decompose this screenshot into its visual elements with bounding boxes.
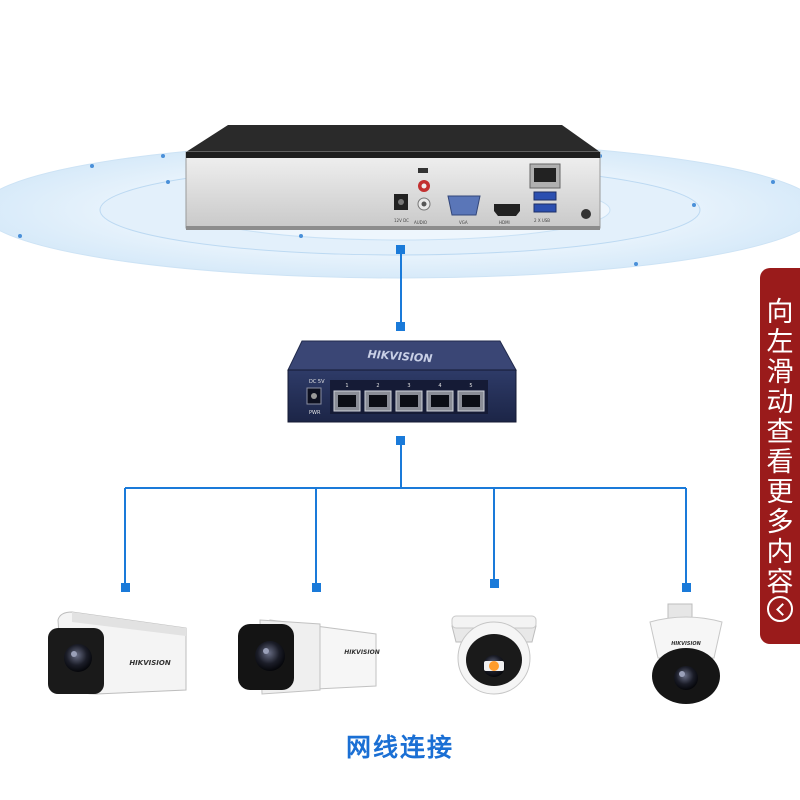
- camera-brand-logo: HIKVISION: [344, 649, 379, 656]
- usb-port: [533, 191, 557, 201]
- hdmi-port: [494, 204, 520, 216]
- bullet-camera: HIKVISION: [238, 619, 380, 695]
- port-number-label: 4: [438, 383, 441, 389]
- bullet-camera: HIKVISION: [48, 611, 187, 695]
- ethernet-port-socket: [431, 395, 449, 407]
- power-label: DC 5V: [309, 379, 325, 385]
- network-switch: HIKVISION DC 5V PWR 1 2 3 4 5: [287, 340, 517, 423]
- camera-brand-logo: HIKVISION: [129, 659, 171, 667]
- dome-camera: [451, 615, 537, 695]
- port-number-label: 3: [407, 383, 410, 389]
- port-label: VGA: [459, 220, 468, 225]
- connection-nodes: [121, 245, 691, 592]
- network-cable-lines: [124, 250, 687, 588]
- port-label: 12V DC: [394, 218, 409, 223]
- port-number-label: 1: [345, 383, 348, 389]
- chevron-left-icon[interactable]: [767, 596, 793, 622]
- port-label: 2 X USB: [534, 218, 550, 223]
- port-label: HDMI: [499, 220, 510, 225]
- camera-brand-logo: HIKVISION: [671, 641, 701, 647]
- power-label: PWR: [309, 410, 321, 416]
- ethernet-port-socket: [400, 395, 418, 407]
- ptz-camera: HIKVISION: [649, 603, 723, 704]
- swipe-hint-text: 向左滑动查看更多内容: [766, 297, 794, 598]
- port-label: AUDIO: [414, 220, 427, 225]
- ethernet-port-socket: [369, 395, 387, 407]
- port-number-label: 5: [469, 383, 472, 389]
- vga-port: [447, 195, 481, 216]
- ethernet-port-socket: [462, 395, 480, 407]
- nvr-recorder: 12V DC AUDIO VGA HDMI 2 X USB: [185, 125, 601, 230]
- diagram-caption: 网线连接: [345, 733, 454, 762]
- ethernet-port-socket: [338, 395, 356, 407]
- swipe-hint-tab[interactable]: 向左滑动查看更多内容: [760, 268, 800, 644]
- port-number-label: 2: [376, 383, 379, 389]
- switch-brand-logo: HIKVISION: [367, 348, 433, 366]
